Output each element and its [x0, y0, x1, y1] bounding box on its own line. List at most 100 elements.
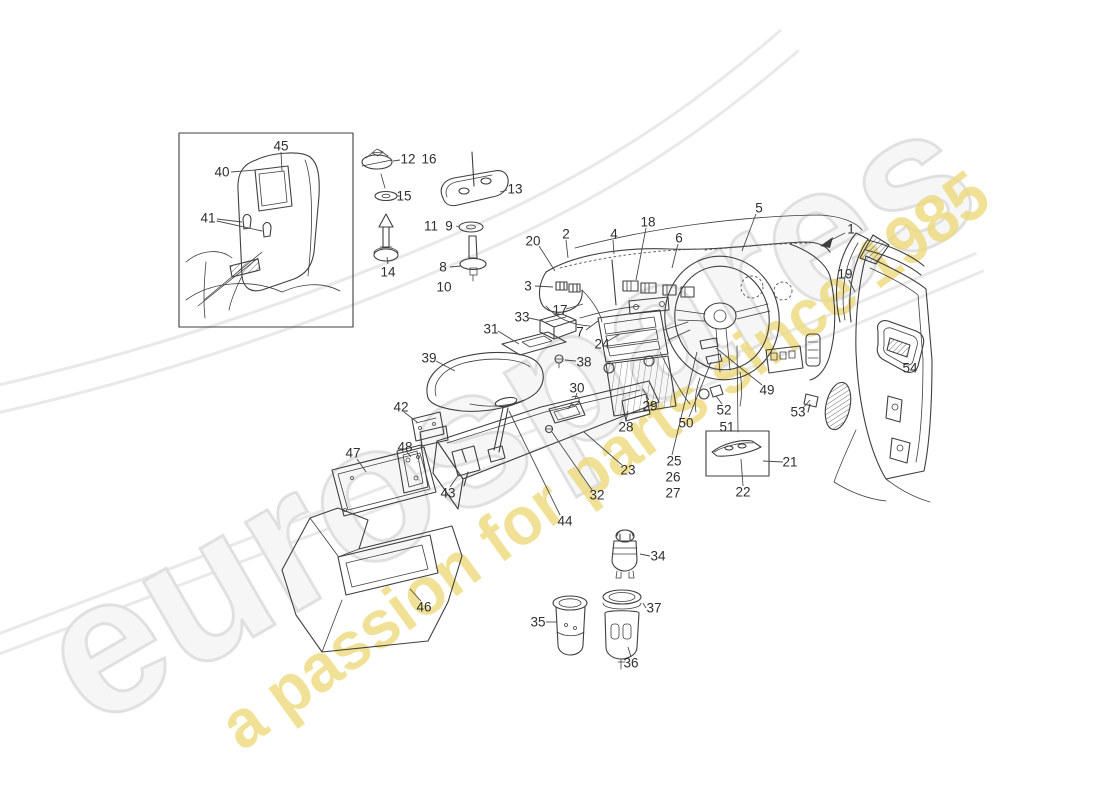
part-label-18: 18 — [640, 215, 655, 230]
leader-line-50 — [688, 361, 712, 418]
leader-line-5 — [741, 213, 757, 252]
leader-line-44 — [508, 410, 561, 516]
clip-30 — [567, 395, 580, 410]
leader-line-30 — [574, 392, 578, 400]
background-swoosh — [0, 28, 985, 656]
leader-line-22 — [740, 458, 744, 487]
leader-line-53 — [802, 399, 811, 409]
part-label-21: 21 — [782, 455, 797, 470]
leader-line-14 — [386, 256, 389, 265]
part-label-3: 3 — [524, 279, 532, 294]
leader-line-9 — [455, 225, 461, 228]
leader-line-13 — [499, 189, 508, 193]
part-label-13: 13 — [507, 182, 522, 197]
part-label-24: 24 — [594, 337, 610, 352]
part-label-6: 6 — [675, 231, 683, 246]
part-label-33: 33 — [514, 310, 529, 325]
leader-line-39 — [435, 360, 456, 372]
leader-line-49 — [715, 347, 763, 386]
trim-piece-52 — [709, 384, 724, 398]
leader-line-3 — [534, 285, 554, 288]
part-label-29: 29 — [642, 399, 657, 414]
console-clip-right — [262, 221, 272, 238]
door-panel-drawing — [709, 232, 933, 503]
bracket-53 — [803, 393, 819, 413]
steering-wheel — [664, 255, 780, 381]
leader-line-36 — [627, 646, 632, 658]
housing-35 — [552, 595, 588, 611]
leader-line-20 — [538, 245, 556, 272]
part-label-32: 32 — [589, 488, 604, 503]
handbrake-grip — [494, 396, 518, 408]
part-label-48: 48 — [397, 440, 412, 455]
part-label-50: 50 — [678, 416, 693, 431]
part-label-34: 34 — [650, 549, 666, 564]
fastener-clip-group — [361, 148, 399, 262]
inset-rear-console-box — [178, 132, 354, 328]
part-label-1: 1 — [847, 222, 855, 237]
leader-line-46 — [409, 588, 422, 602]
center-vents — [622, 280, 695, 298]
part-label-23: 23 — [620, 463, 635, 478]
horn-button-lower — [705, 353, 723, 365]
leader-line-17 — [565, 303, 584, 310]
horn-button-upper — [699, 337, 719, 350]
part-label-40: 40 — [214, 165, 229, 180]
part-label-15: 15 — [396, 189, 411, 204]
leader-line-6 — [671, 243, 679, 269]
part-label-45: 45 — [273, 139, 288, 154]
panel-47 — [331, 446, 437, 517]
console-drawing — [281, 313, 660, 653]
part-label-17: 17 — [552, 303, 567, 318]
part-label-39: 39 — [421, 351, 436, 366]
part-label-54: 54 — [902, 361, 918, 376]
part-label-8: 8 — [439, 260, 447, 275]
leader-line-28 — [625, 410, 629, 422]
cigar-lighter-group — [552, 529, 642, 670]
part-label-16: 16 — [421, 152, 436, 167]
leader-line-37 — [642, 602, 647, 609]
lock-switch — [889, 437, 911, 464]
leader-line-18 — [635, 227, 647, 281]
console-clip-left — [242, 213, 252, 230]
leader-line-52 — [715, 395, 723, 405]
part-label-19: 19 — [837, 267, 852, 282]
socket-body-36 — [604, 610, 640, 660]
part-label-37: 37 — [646, 601, 661, 616]
part-label-25: 25 — [666, 454, 681, 469]
part-label-2: 2 — [562, 227, 570, 242]
part-label-44: 44 — [557, 514, 573, 529]
speaker-grille — [824, 381, 852, 431]
leader-line-7 — [585, 320, 599, 331]
a-pillar-trim-19 — [835, 232, 869, 323]
part-label-20: 20 — [525, 234, 540, 249]
part-label-22: 22 — [735, 485, 750, 500]
bracket-48 — [396, 444, 429, 494]
column-stalks — [663, 321, 691, 341]
part-label-4: 4 — [610, 227, 618, 242]
leader-line-31 — [497, 330, 520, 345]
part-label-11: 11 — [424, 219, 438, 234]
part-label-36: 36 — [623, 656, 638, 671]
part-label-53: 53 — [790, 405, 805, 420]
part-label-51: 51 — [719, 420, 734, 435]
leader-line-41 — [216, 218, 243, 223]
leader-line-45 — [280, 151, 283, 172]
screw-32 — [544, 424, 554, 434]
fastener-bracket-group — [440, 151, 509, 282]
door-pull-54 — [876, 320, 925, 373]
part-labels: 1234567891011121314151617181920212223242… — [200, 139, 918, 671]
bracket-28-29 — [621, 393, 651, 422]
switch-bank — [765, 345, 804, 374]
lower-shell-46 — [281, 507, 463, 653]
instrument-gauge-small — [773, 281, 793, 301]
part-label-46: 46 — [416, 600, 431, 615]
leader-line-21 — [762, 460, 784, 463]
part-label-12: 12 — [400, 152, 415, 167]
leader-line-29 — [642, 388, 650, 401]
dashboard-drawing — [538, 214, 863, 413]
window-switch — [885, 395, 903, 423]
part-label-5: 5 — [755, 201, 763, 216]
ignition-barrel — [698, 388, 710, 400]
part-label-9: 9 — [445, 219, 453, 234]
